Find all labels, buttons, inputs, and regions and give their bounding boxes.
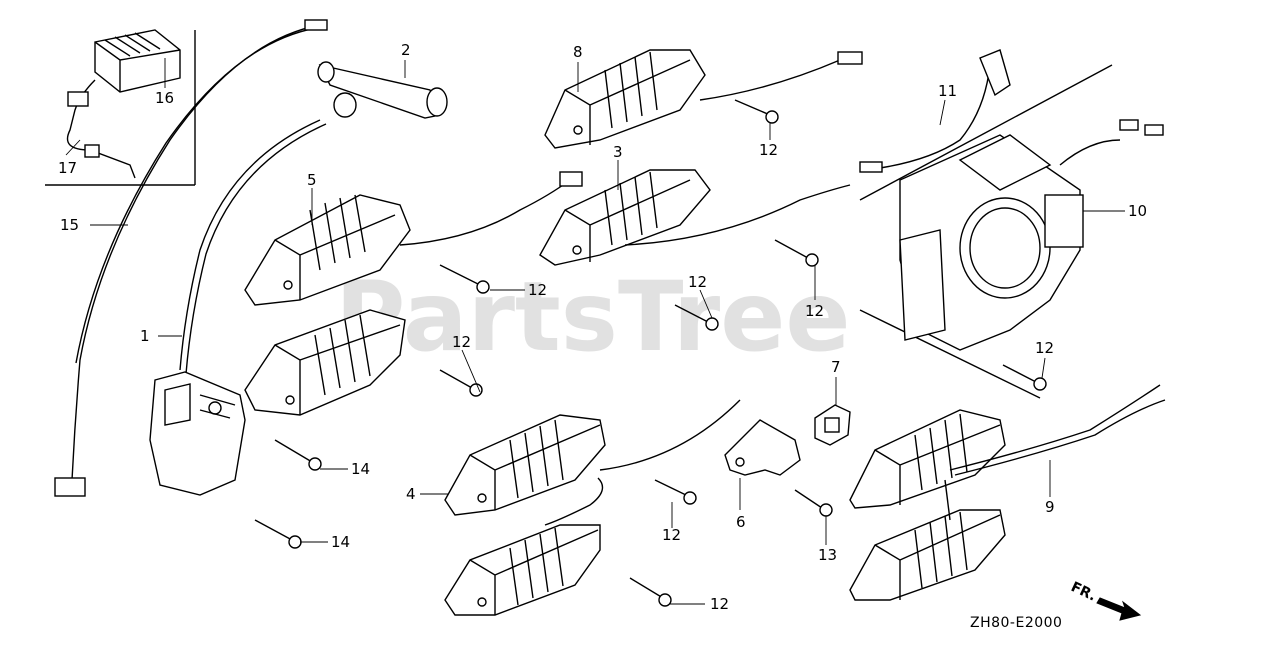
callout-17[interactable]: 17: [58, 159, 77, 177]
lead-wire-11[interactable]: [859, 49, 1011, 173]
callout-11[interactable]: 11: [938, 82, 957, 100]
watermark-text: PartsTree: [335, 261, 850, 373]
callout-6[interactable]: 6: [736, 513, 746, 531]
callout-3[interactable]: 3: [613, 143, 623, 161]
callout-2[interactable]: 2: [401, 41, 411, 59]
callout-7[interactable]: 7: [831, 358, 841, 376]
diagram-code: ZH80-E2000: [970, 615, 1062, 631]
callout-15[interactable]: 15: [60, 216, 79, 234]
callout-12-h[interactable]: 12: [710, 595, 729, 613]
charge-coil-lower-left[interactable]: [244, 309, 406, 416]
callout-9[interactable]: 9: [1045, 498, 1055, 516]
callout-12-a[interactable]: 12: [528, 281, 547, 299]
wire-harness[interactable]: [66, 79, 136, 179]
ignition-wire[interactable]: [54, 19, 328, 497]
spark-plug-cap[interactable]: [317, 61, 448, 119]
callout-12-b[interactable]: 12: [452, 333, 471, 351]
callout-14-a[interactable]: 14: [351, 460, 370, 478]
callout-12-d[interactable]: 12: [805, 302, 824, 320]
flange-bolts: [254, 99, 1047, 607]
charge-coil-4[interactable]: [444, 399, 741, 526]
callout-12-f[interactable]: 12: [1035, 339, 1054, 357]
stator-assembly-10[interactable]: [859, 64, 1164, 399]
callout-labels: 1 2 3 4 5 6 7 8 9 10 11 12 12 12 12 12 1…: [58, 41, 1147, 613]
coil-stay-6[interactable]: [724, 419, 801, 476]
callout-8[interactable]: 8: [573, 43, 583, 61]
callout-16[interactable]: 16: [155, 89, 174, 107]
regulator-group: [45, 29, 196, 186]
charge-coil-9[interactable]: [849, 384, 1166, 601]
direction-label: FR.: [1068, 579, 1098, 604]
callout-12-e[interactable]: 12: [688, 273, 707, 291]
callout-14-b[interactable]: 14: [331, 533, 350, 551]
grommet-7[interactable]: [814, 404, 851, 446]
ignition-coil[interactable]: [149, 119, 327, 496]
callout-13[interactable]: 13: [818, 546, 837, 564]
front-direction-indicator: FR.: [1068, 579, 1142, 621]
charge-coil-5[interactable]: [244, 171, 583, 306]
callout-5[interactable]: 5: [307, 171, 317, 189]
regulator-rectifier[interactable]: [94, 29, 181, 93]
charge-coil-3[interactable]: [539, 169, 851, 266]
charge-coil-8[interactable]: [544, 49, 863, 149]
callout-12-c[interactable]: 12: [759, 141, 778, 159]
charge-coil-lower-center[interactable]: [444, 524, 601, 616]
leader-lines: [65, 58, 1125, 605]
callout-1[interactable]: 1: [140, 327, 150, 345]
callout-4[interactable]: 4: [406, 485, 416, 503]
callout-10[interactable]: 10: [1128, 202, 1147, 220]
callout-12-g[interactable]: 12: [662, 526, 681, 544]
front-arrow-icon: [1096, 597, 1142, 621]
